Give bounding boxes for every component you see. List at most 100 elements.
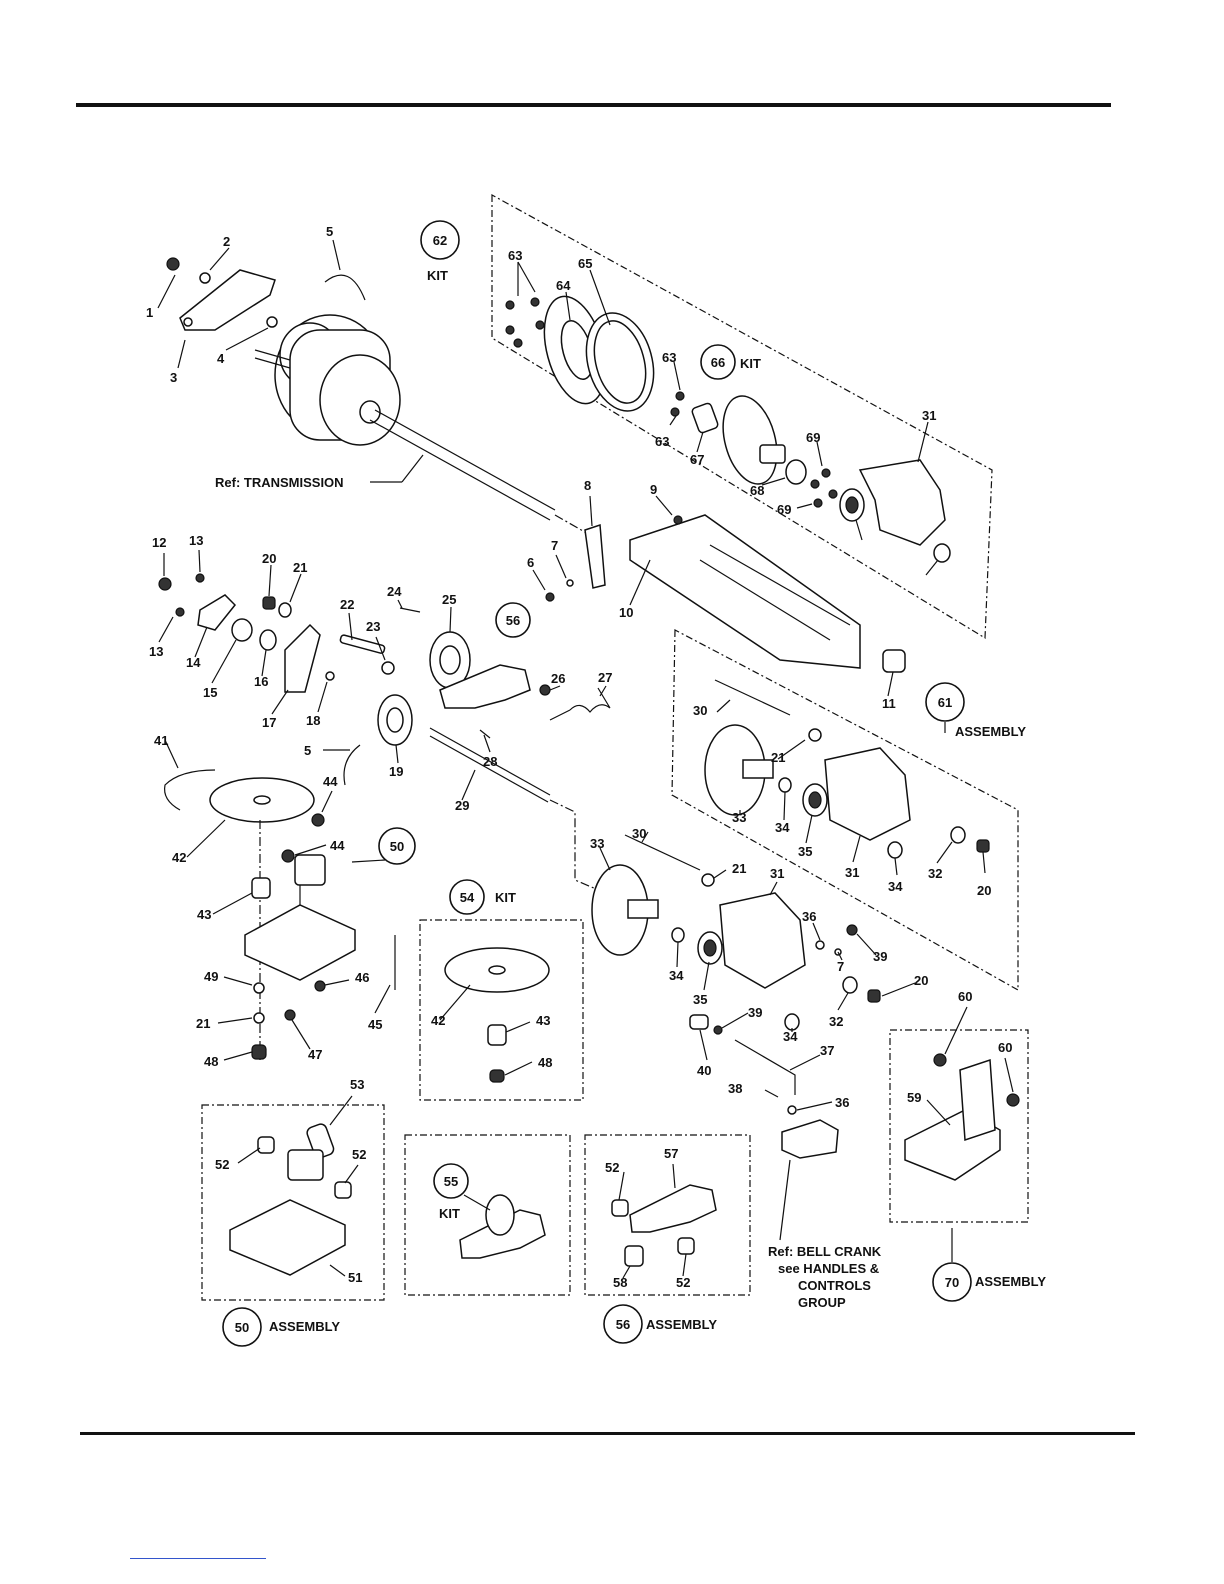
washer-21c xyxy=(253,1012,265,1024)
part-number: 13 xyxy=(189,533,203,548)
part-number: 33 xyxy=(732,810,746,825)
ring-34a xyxy=(778,777,792,793)
part-number: 59 xyxy=(907,1090,921,1105)
bracket-59-upright xyxy=(959,1058,996,1142)
callout-62-word: KIT xyxy=(427,268,448,283)
callout-66-number: 66 xyxy=(711,355,725,370)
bell-crank-plate xyxy=(781,1119,839,1159)
pulley-55 xyxy=(485,1194,515,1236)
top-rule xyxy=(76,103,1111,107)
part-number: 16 xyxy=(254,674,268,689)
bell-crank-leader xyxy=(779,1159,791,1241)
part-number: 34 xyxy=(669,968,684,983)
nut-48a xyxy=(251,1044,267,1060)
part-number: 33 xyxy=(590,836,604,851)
part-number: 43 xyxy=(536,1013,550,1028)
callout-56b-circle xyxy=(603,1304,643,1344)
part-number: 40 xyxy=(697,1063,711,1078)
bolt-9 xyxy=(673,515,683,525)
footer-link-underline xyxy=(130,1558,266,1559)
belt-5b xyxy=(343,744,361,786)
washer-4 xyxy=(266,316,278,328)
callout-55-circle xyxy=(433,1163,469,1199)
nut-20c xyxy=(867,989,881,1003)
part-number: 18 xyxy=(306,713,320,728)
washer-36b xyxy=(787,1105,797,1115)
part-number: 12 xyxy=(152,535,166,550)
bolt-13a xyxy=(195,573,205,583)
plate-64 xyxy=(543,295,607,405)
bushing-67 xyxy=(691,402,719,434)
kit-54-boundary xyxy=(419,919,584,1101)
bushing-58 xyxy=(624,1245,644,1267)
flange-14 xyxy=(197,594,237,631)
bearing-35a xyxy=(802,783,828,817)
part-number: 13 xyxy=(149,644,163,659)
callout-56-number: 56 xyxy=(506,613,520,628)
housing-31b xyxy=(719,892,806,989)
callout-55-word: KIT xyxy=(439,1206,460,1221)
drive-disc-33b xyxy=(591,864,659,956)
bearing-35b xyxy=(697,931,723,965)
part-number: 44 xyxy=(330,838,345,853)
leader-lines xyxy=(157,239,1014,1279)
part-number: 69 xyxy=(777,502,791,517)
nut-18 xyxy=(325,671,335,681)
part-number: 57 xyxy=(664,1146,678,1161)
part-number: 60 xyxy=(958,989,972,1004)
pulley-19 xyxy=(377,694,413,746)
part-number: 39 xyxy=(873,949,887,964)
part-number: 36 xyxy=(835,1095,849,1110)
part-number: 14 xyxy=(186,655,201,670)
pulley-25 xyxy=(429,631,471,689)
callout-54-word: KIT xyxy=(495,890,516,905)
callout-61-number: 61 xyxy=(938,695,952,710)
bolt-24 xyxy=(399,607,421,613)
callout-54-number: 54 xyxy=(460,890,475,905)
part-number: 46 xyxy=(355,970,369,985)
collar-20a xyxy=(262,596,276,610)
ring-65 xyxy=(585,312,655,412)
part-number: 64 xyxy=(556,278,571,293)
washer-32b xyxy=(842,976,858,994)
drive-disc-33a xyxy=(704,724,774,816)
callout-54-circle xyxy=(449,879,485,915)
part-number: 36 xyxy=(802,909,816,924)
ring-23 xyxy=(381,661,395,675)
part-number: 6 xyxy=(527,555,534,570)
nut-6 xyxy=(545,592,555,602)
callout-66-circle xyxy=(700,344,736,380)
part-number: 7 xyxy=(837,959,844,974)
nut-12 xyxy=(158,577,172,591)
part-number: 52 xyxy=(605,1160,619,1175)
disc-42a-hole xyxy=(253,795,271,805)
assembly-56-boundary xyxy=(584,1134,751,1296)
main-shaft xyxy=(369,409,591,536)
part-number-labels: 1 2 3 4 5 63 64 65 63 66 63 67 68 69 69 … xyxy=(146,224,1012,1290)
nut-44a xyxy=(311,813,325,827)
part-number: 25 xyxy=(442,592,456,607)
bushing-52c xyxy=(611,1199,629,1217)
bushing-52b xyxy=(334,1181,352,1199)
part-number: 1 xyxy=(146,305,153,320)
part-number: 52 xyxy=(352,1147,366,1162)
part-number: 4 xyxy=(217,351,225,366)
ring-15 xyxy=(231,618,253,642)
part-number: 63 xyxy=(655,434,669,449)
callout-50-circle xyxy=(378,827,416,865)
part-number: 68 xyxy=(750,483,764,498)
ring-21b xyxy=(808,728,822,742)
callout-50b-number: 50 xyxy=(235,1320,249,1335)
washer-7 xyxy=(566,579,574,587)
part-number: 19 xyxy=(389,764,403,779)
ring-34d xyxy=(784,1013,800,1031)
ref-bell-crank-line1: Ref: BELL CRANK xyxy=(768,1244,882,1259)
part-number: 23 xyxy=(366,619,380,634)
kit-55-boundary xyxy=(404,1134,571,1296)
part-number: 38 xyxy=(728,1081,742,1096)
ring-34c xyxy=(671,927,685,943)
ring-34b xyxy=(887,841,903,859)
bolts-63 xyxy=(505,297,685,417)
part-number: 7 xyxy=(551,538,558,553)
part-number: 42 xyxy=(431,1013,445,1028)
